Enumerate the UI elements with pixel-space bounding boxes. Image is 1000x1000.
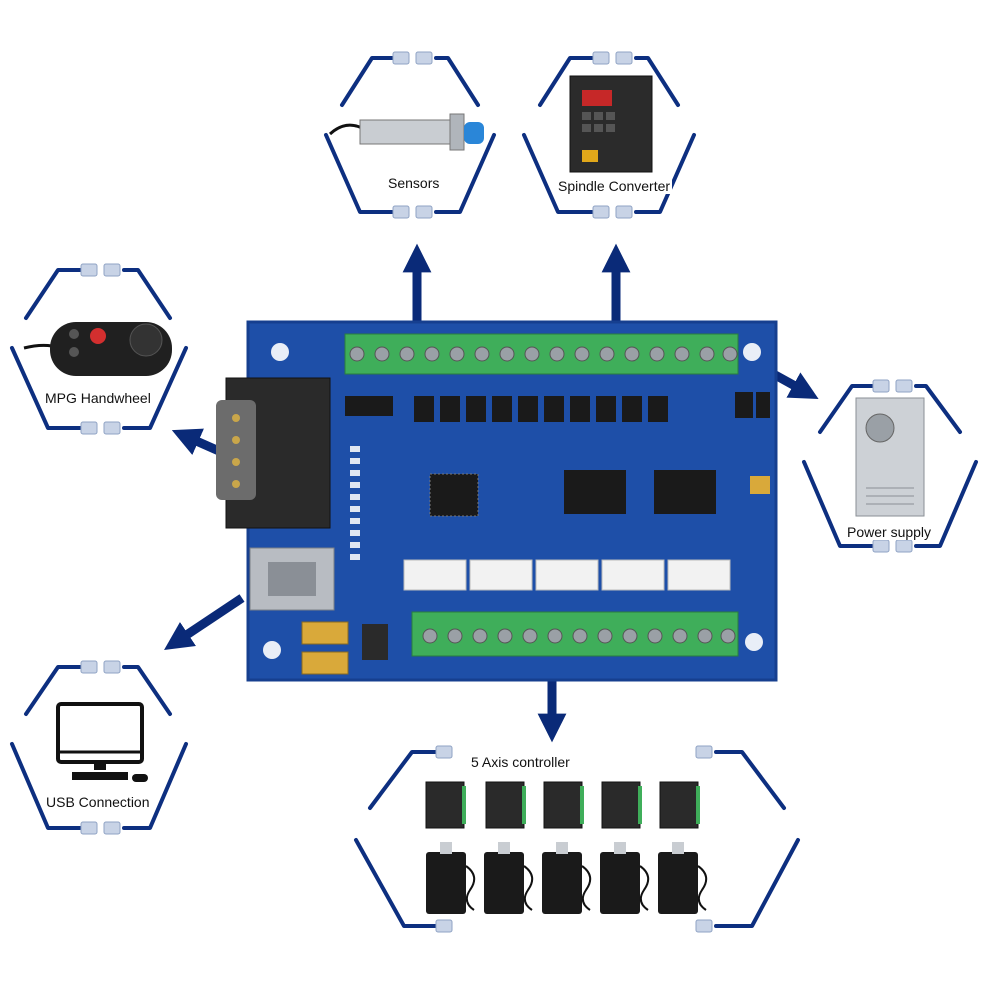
proximity-sensor-icon (328, 113, 484, 151)
hex-clips (80, 51, 913, 933)
node-label-power: Power supply (845, 524, 934, 540)
hex-frame-mpg (10, 268, 188, 430)
hex-frame-power (802, 384, 978, 548)
hex-frame-usb (10, 665, 188, 830)
stepper-driver-motor-icon (425, 781, 708, 914)
node-label-axis: 5 Axis controller (469, 754, 572, 770)
vfd-inverter-icon (569, 75, 653, 173)
hex-frame-sensors (324, 56, 496, 214)
hex-frame-spindle (522, 56, 696, 214)
computer-monitor-icon (56, 702, 148, 782)
hex-frame-axis (354, 750, 800, 928)
arrow-to-usb (164, 594, 245, 650)
power-supply-icon (855, 397, 925, 517)
handwheel-pendant-icon (23, 322, 172, 376)
node-label-sensors: Sensors (386, 175, 442, 191)
mcu-chip (429, 473, 479, 517)
node-label-spindle: Spindle Converter (556, 178, 673, 194)
node-label-mpg: MPG Handwheel (43, 390, 153, 406)
hex-frames (10, 56, 978, 928)
node-label-usb: USB Connection (44, 794, 152, 810)
cnc-controller-board-icon (216, 320, 778, 682)
